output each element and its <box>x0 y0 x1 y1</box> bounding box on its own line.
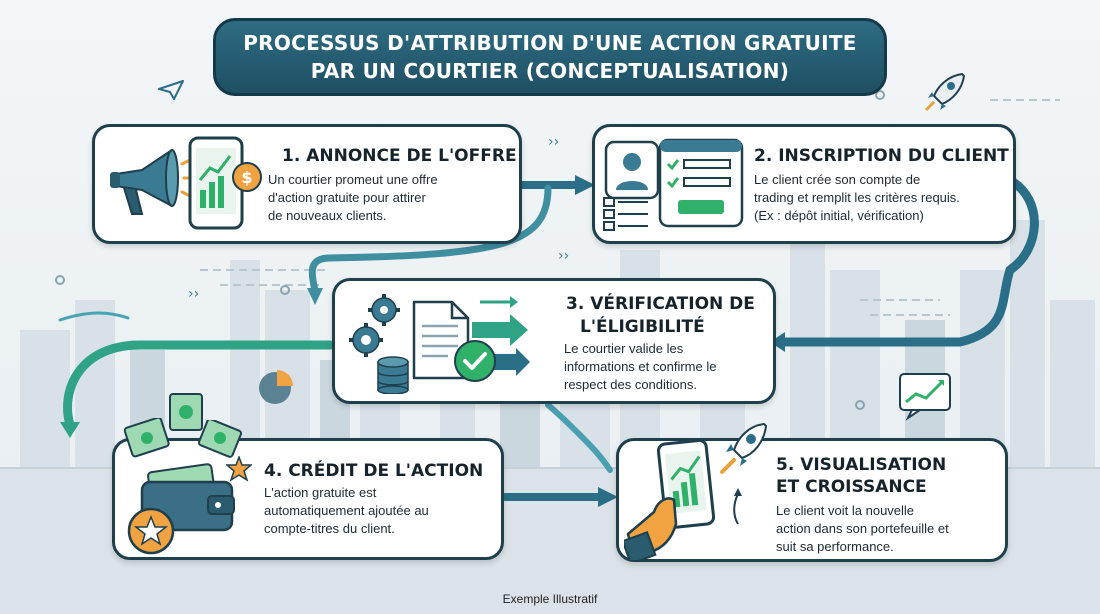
step-1-desc-line-1: Un courtier promeut une offre <box>268 172 438 187</box>
title-line-1: PROCESSUS D'ATTRIBUTION D'UNE ACTION GRA… <box>243 31 857 55</box>
phone-chart-icon <box>188 136 244 230</box>
step-2-desc-line-1: Le client crée son compte de <box>754 172 921 187</box>
checkmark-icon <box>454 340 496 382</box>
banknote-icon-2 <box>124 418 170 458</box>
step-5-title-line-2: ET CROISSANCE <box>776 477 927 497</box>
step-1-desc-line-3: de nouveaux clients. <box>268 208 387 223</box>
rocket-icon-2 <box>720 422 768 474</box>
step-5-desc-line-2: action dans son portefeuille et <box>776 521 949 536</box>
step-3-desc-line-2: informations et confirme le <box>564 359 717 374</box>
step-2-title: 2. INSCRIPTION DU CLIENT <box>754 146 1009 166</box>
checklist-icon <box>603 197 648 231</box>
step-4-desc-line-2: automatiquement ajoutée au <box>264 503 429 518</box>
step-1-title: 1. ANNONCE DE L'OFFRE <box>282 146 517 166</box>
step-5-desc-line-1: Le client voit la nouvelle <box>776 503 915 518</box>
step-2-desc-line-3: (Ex : dépôt initial, vérification) <box>754 208 924 223</box>
step-5-title-line-1: 5. VISUALISATION <box>776 455 947 475</box>
title-banner: PROCESSUS D'ATTRIBUTION D'UNE ACTION GRA… <box>213 18 887 96</box>
step-4-desc-line-1: L'action gratuite est <box>264 485 377 500</box>
star-icon <box>226 456 252 482</box>
footer-caption: Exemple Illustratif <box>502 592 598 606</box>
flow-arrows-icon <box>472 296 530 376</box>
step-4-title: 4. CRÉDIT DE L'ACTION <box>264 461 484 481</box>
megaphone-icon <box>110 149 192 215</box>
step-2-desc-line-2: trading et remplit les critères requis. <box>754 190 960 205</box>
dollar-coin-icon: $ <box>232 162 262 192</box>
user-profile-icon <box>604 140 660 200</box>
chart-bubble-icon <box>899 373 951 421</box>
svg-text:››: ›› <box>548 134 559 150</box>
step-4-desc-line-3: compte-titres du client. <box>264 521 395 536</box>
pie-chart-icon <box>259 370 293 404</box>
svg-text:››: ›› <box>188 286 199 302</box>
svg-text:$: $ <box>241 168 252 187</box>
database-icon <box>377 356 409 394</box>
paper-plane-icon <box>158 80 184 100</box>
hand-phone-icon <box>624 438 716 560</box>
step-3-title-line-2: L'ÉLIGIBILITÉ <box>580 317 705 337</box>
svg-text:››: ›› <box>558 248 569 264</box>
step-3-desc-line-3: respect des conditions. <box>564 377 697 392</box>
rocket-icon <box>924 72 966 112</box>
step-1-desc-line-2: d'action gratuite pour attirer <box>268 190 426 205</box>
banknote-icon-3 <box>198 420 242 458</box>
banknote-icon <box>169 393 203 431</box>
step-3-desc-line-1: Le courtier valide les <box>564 341 684 356</box>
gears-icon <box>349 294 400 357</box>
laptop-form-icon <box>658 138 744 228</box>
step-5-desc-line-3: suit sa performance. <box>776 539 894 554</box>
title-line-2: PAR UN COURTIER (CONCEPTUALISATION) <box>310 59 790 83</box>
growth-arrow-icon <box>733 488 742 525</box>
star-badge-icon <box>127 507 175 555</box>
step-3-title-line-1: 3. VÉRIFICATION DE <box>566 294 755 314</box>
